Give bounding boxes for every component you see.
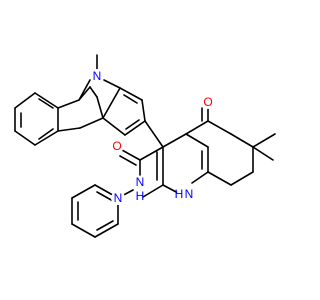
atom-n-pyridine: N: [111, 191, 125, 205]
atom-label-h: H: [175, 187, 184, 201]
bond: [139, 146, 164, 161]
bond: [103, 79, 121, 89]
atom-label: N: [93, 69, 102, 83]
bond: [102, 117, 126, 136]
bond-double: [119, 155, 137, 166]
bond: [141, 99, 146, 122]
bond: [230, 133, 254, 148]
bond: [230, 171, 254, 186]
bond-double: [38, 98, 54, 109]
bond: [191, 171, 209, 184]
bonds: [14, 54, 276, 238]
bond-double: [125, 119, 140, 130]
bond: [57, 99, 80, 109]
structure-canvas: N O O N H H N N: [14, 54, 276, 238]
atom-label: O: [112, 139, 121, 153]
bond: [71, 184, 96, 199]
bond: [207, 120, 232, 135]
atom-label: O: [203, 95, 212, 109]
bond-double: [38, 128, 54, 140]
bond: [207, 171, 232, 186]
bond: [79, 117, 104, 129]
atom-label: N: [114, 191, 123, 205]
atom-o-amide: O: [110, 139, 124, 153]
atom-label: N: [136, 175, 145, 189]
atom-labels: N O O N H H N N: [90, 69, 215, 205]
bond: [185, 133, 209, 148]
bond: [162, 133, 187, 148]
atom-n-carbazole: N: [90, 69, 104, 83]
bond: [119, 87, 143, 101]
bond-double: [123, 94, 138, 104]
bond: [71, 223, 96, 238]
bond: [94, 223, 119, 238]
bond: [142, 184, 164, 198]
bond: [252, 133, 276, 148]
bond-double: [96, 220, 114, 231]
atom-n-ring: H N: [175, 186, 194, 202]
bond: [78, 79, 91, 101]
bond: [34, 130, 59, 146]
bond: [121, 149, 141, 161]
bond: [102, 87, 121, 119]
molecule-diagram: N O O N H H N N: [14, 54, 276, 238]
bond: [89, 86, 98, 98]
bond: [57, 127, 81, 132]
atom-n-amide: N H: [132, 175, 148, 203]
bond: [252, 146, 274, 161]
bond: [185, 120, 209, 135]
atom-label: N: [185, 187, 194, 201]
bond: [124, 120, 146, 136]
atom-o-ketone: O: [201, 95, 215, 109]
bond: [14, 92, 36, 109]
bond: [144, 120, 164, 148]
bond: [34, 92, 59, 109]
bond: [162, 184, 179, 194]
bond-double: [96, 191, 114, 202]
bond: [14, 130, 36, 146]
bond: [96, 96, 104, 119]
atom-label-h: H: [136, 189, 145, 203]
